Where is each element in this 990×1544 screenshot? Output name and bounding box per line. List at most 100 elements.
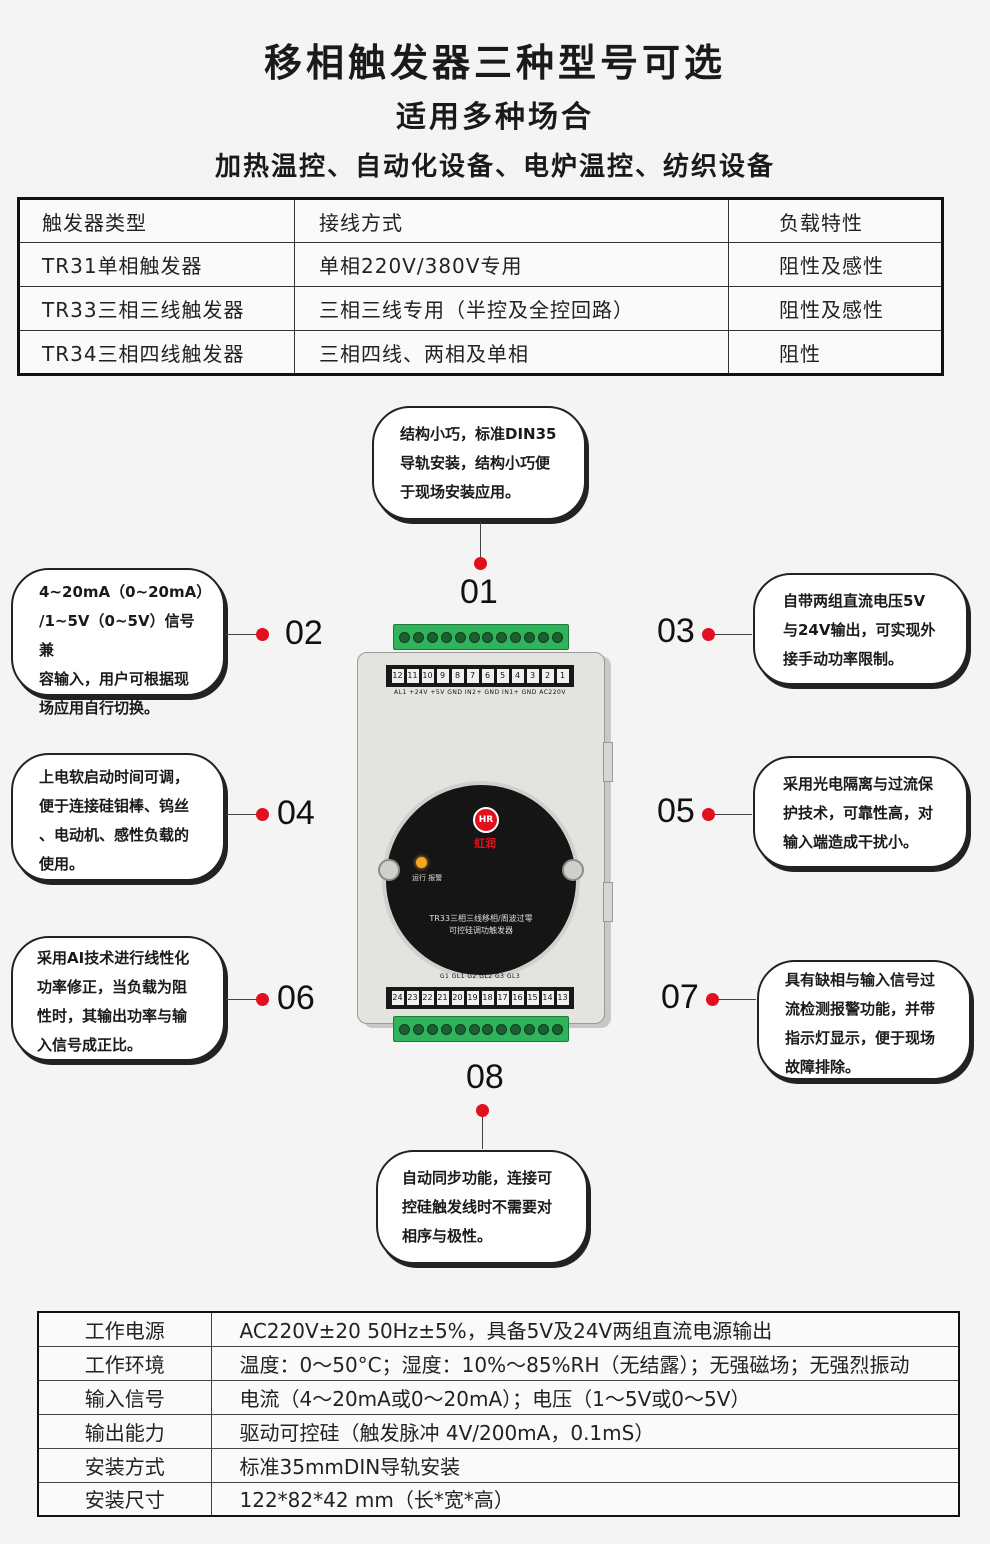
connector-line <box>480 522 481 562</box>
table-row: 安装尺寸 122*82*42 mm（长*宽*高） <box>37 1481 960 1517</box>
marker-dot <box>702 628 715 641</box>
page-title: 移相触发器三种型号可选 <box>263 41 726 85</box>
feature-line: 具有缺相与输入信号过 <box>785 971 936 989</box>
marker-dot <box>702 808 715 821</box>
feature-bubble-03: 自带两组直流电压5V 与24V输出，可实现外 接手动功率限制。 <box>753 573 968 685</box>
feature-number: 07 <box>661 978 699 1016</box>
feature-number: 06 <box>277 979 315 1017</box>
marker-dot <box>476 1104 489 1117</box>
device-model-text: TR33三相三线移相/周波过零 可控硅调功触发器 <box>429 914 533 935</box>
feature-line: 结构小巧，标准DIN35 <box>400 425 557 443</box>
feature-line: 4~20mA（0~20mA） <box>39 583 212 601</box>
feature-line: 导轨安装，结构小巧便 <box>400 454 551 472</box>
top-terminal-block <box>393 624 569 650</box>
marker-dot <box>706 993 719 1006</box>
marker-dot <box>256 808 269 821</box>
feature-line: 相序与极性。 <box>402 1227 493 1245</box>
mounting-screw-icon <box>562 859 584 881</box>
table-row: 输出能力 驱动可控硅（触发脉冲 4V/200mA，0.1mS） <box>37 1413 960 1449</box>
feature-number: 05 <box>657 792 695 830</box>
bottom-terminal-block <box>393 1016 569 1042</box>
table-cell: 单相220V/380V专用 <box>294 242 729 287</box>
table-row: 安装方式 标准35mmDIN导轨安装 <box>37 1447 960 1483</box>
spec-key: 安装方式 <box>37 1447 212 1483</box>
feature-line: 性时，其输出功率与输 <box>37 1007 188 1025</box>
table-row: 工作环境 温度：0～50°C；湿度：10%～85%RH（无结露）；无强磁场；无强… <box>37 1345 960 1381</box>
table-row: TR31单相触发器 单相220V/380V专用 阻性及感性 <box>18 242 943 287</box>
feature-line: 流检测报警功能，并带 <box>785 1000 936 1018</box>
models-table: 触发器类型 接线方式 负载特性 TR31单相触发器 单相220V/380V专用 … <box>17 197 944 376</box>
led-label: 运行 报警 <box>412 874 443 882</box>
feature-line: 于现场安装应用。 <box>400 483 521 501</box>
table-cell: 阻性 <box>728 330 943 375</box>
feature-line: 自动同步功能，连接可 <box>402 1169 553 1187</box>
top-terminal-signals: AL1 +24V +5V GND IN2+ GND IN1+ GND AC220… <box>394 689 566 696</box>
feature-bubble-08: 自动同步功能，连接可 控硅触发线时不需要对 相序与极性。 <box>376 1150 588 1264</box>
table-row: TR34三相四线触发器 三相四线、两相及单相 阻性 <box>18 330 943 375</box>
table-row: 工作电源 AC220V±20 50Hz±5%，具备5V及24V两组直流电源输出 <box>37 1311 960 1347</box>
page-subtitle: 适用多种场合 <box>396 100 594 135</box>
table-row: TR33三相三线触发器 三相三线专用（半控及全控回路） 阻性及感性 <box>18 286 943 331</box>
feature-number: 01 <box>460 573 498 611</box>
connector-line <box>226 634 262 635</box>
feature-bubble-02: 4~20mA（0~20mA） /1~5V（0~5V）信号兼 容输入，用户可根据现… <box>11 568 225 717</box>
applications-text: 加热温控、自动化设备、电炉温控、纺织设备 <box>214 152 775 182</box>
feature-line: 控硅触发线时不需要对 <box>402 1198 553 1216</box>
connector-line <box>226 999 262 1000</box>
spec-table: 工作电源 AC220V±20 50Hz±5%，具备5V及24V两组直流电源输出 … <box>37 1311 960 1517</box>
feature-line: 接手动功率限制。 <box>783 650 904 668</box>
bottom-terminal-signals: G1 GL1 G2 GL2 G3 GL3 <box>439 973 521 980</box>
table-cell: 三相三线专用（半控及全控回路） <box>294 286 729 331</box>
mounting-screw-icon <box>378 859 400 881</box>
spec-value: 驱动可控硅（触发脉冲 4V/200mA，0.1mS） <box>210 1413 960 1449</box>
header-cell: 负载特性 <box>728 198 943 243</box>
feature-line: 指示灯显示，便于现场 <box>785 1029 936 1047</box>
spec-value: 温度：0～50°C；湿度：10%～85%RH（无结露）；无强磁场；无强烈振动 <box>210 1345 960 1381</box>
front-dial: HR 虹润 运行 报警 TR33三相三线移相/周波过零 可控硅调功触发器 <box>382 781 580 979</box>
table-cell: 阻性及感性 <box>728 286 943 331</box>
feature-line: 采用光电隔离与过流保 <box>783 775 934 793</box>
feature-line: 、电动机、感性负载的 <box>39 826 190 844</box>
feature-number: 03 <box>657 612 695 650</box>
spec-value: 电流（4～20mA或0～20mA）；电压（1～5V或0～5V） <box>210 1379 960 1415</box>
spec-value: 标准35mmDIN导轨安装 <box>210 1447 960 1483</box>
din-rail-clip <box>603 742 613 782</box>
feature-line: 容输入，用户可根据现 <box>39 670 190 688</box>
feature-line: 采用AI技术进行线性化 <box>37 949 190 967</box>
table-cell: TR33三相三线触发器 <box>18 286 295 331</box>
spec-value: AC220V±20 50Hz±5%，具备5V及24V两组直流电源输出 <box>210 1311 960 1347</box>
table-cell: 阻性及感性 <box>728 242 943 287</box>
din-rail-clip <box>603 882 613 922</box>
table-cell: TR31单相触发器 <box>18 242 295 287</box>
feature-number: 02 <box>285 614 323 652</box>
header-cell: 触发器类型 <box>18 198 295 243</box>
header-cell: 接线方式 <box>294 198 729 243</box>
spec-key: 输入信号 <box>37 1379 212 1415</box>
feature-line: /1~5V（0~5V）信号兼 <box>39 612 195 659</box>
connector-line <box>712 634 752 635</box>
table-row: 输入信号 电流（4～20mA或0～20mA）；电压（1～5V或0～5V） <box>37 1379 960 1415</box>
marker-dot <box>256 993 269 1006</box>
status-led-icon <box>416 857 427 868</box>
table-cell: TR34三相四线触发器 <box>18 330 295 375</box>
feature-bubble-01: 结构小巧，标准DIN35 导轨安装，结构小巧便 于现场安装应用。 <box>372 406 586 520</box>
feature-bubble-04: 上电软启动时间可调， 便于连接硅钼棒、钨丝 、电动机、感性负载的 使用。 <box>11 753 225 881</box>
feature-line: 场应用自行切换。 <box>39 699 160 717</box>
feature-number: 04 <box>277 794 315 832</box>
connector-line <box>482 1117 483 1149</box>
feature-line: 输入端造成干扰小。 <box>783 833 919 851</box>
feature-line: 上电软启动时间可调， <box>39 768 190 786</box>
spec-key: 输出能力 <box>37 1413 212 1449</box>
marker-dot <box>474 557 487 570</box>
connector-line <box>226 814 262 815</box>
feature-line: 与24V输出，可实现外 <box>783 621 936 639</box>
spec-value: 122*82*42 mm（长*宽*高） <box>210 1481 960 1517</box>
feature-line: 护技术，可靠性高，对 <box>783 804 934 822</box>
feature-line: 自带两组直流电压5V <box>783 592 926 610</box>
feature-line: 便于连接硅钼棒、钨丝 <box>39 797 190 815</box>
marker-dot <box>256 628 269 641</box>
